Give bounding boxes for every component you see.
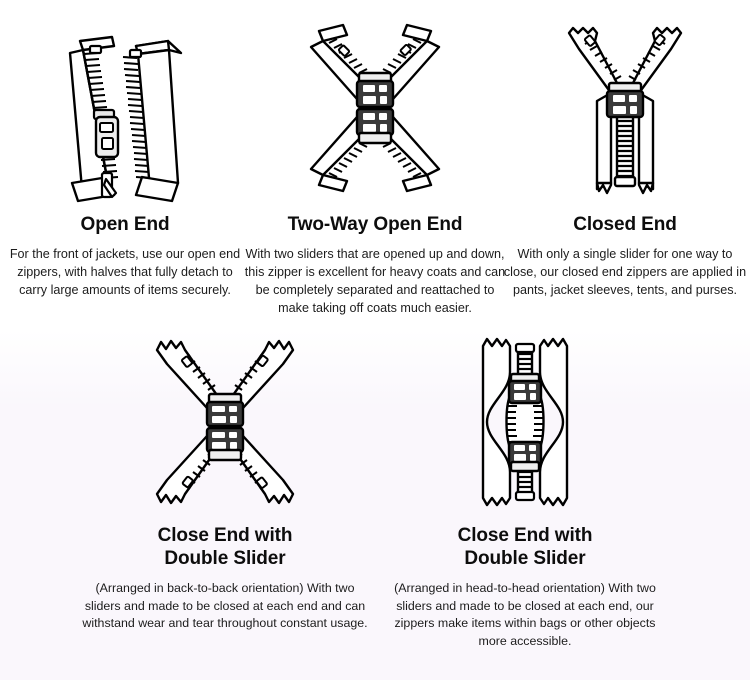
double-slider-back-to-back-zipper-illustration bbox=[145, 332, 305, 512]
zipper-slider-upper bbox=[355, 71, 395, 109]
zipper-card-closed-end: Closed End With only a single slider for… bbox=[500, 8, 750, 300]
zipper-heading: Close End with Double Slider bbox=[458, 524, 593, 570]
zipper-heading: Open End bbox=[80, 214, 170, 235]
top-row: Open End For the front of jackets, use o… bbox=[0, 0, 750, 318]
zipper-description: With only a single slider for one way to… bbox=[503, 247, 747, 297]
zipper-slider bbox=[92, 108, 120, 159]
zipper-slider-lower bbox=[507, 440, 543, 472]
zipper-description: For the front of jackets, use our open e… bbox=[9, 247, 241, 297]
zipper-slider-lower bbox=[205, 426, 245, 461]
zipper-description: With two sliders that are opened up and … bbox=[244, 247, 506, 315]
zipper-heading-line2: Double Slider bbox=[464, 547, 586, 569]
zipper-description: (Arranged in head-to-head orientation) W… bbox=[394, 581, 656, 648]
zipper-description: (Arranged in back-to-back orientation) W… bbox=[82, 581, 368, 631]
zipper-heading: Two-Way Open End bbox=[287, 214, 463, 235]
bottom-row: Close End with Double Slider (Arranged i… bbox=[0, 318, 750, 651]
zipper-heading-line2: Double Slider bbox=[164, 547, 286, 569]
zipper-slider bbox=[605, 81, 645, 119]
zipper-heading: Closed End bbox=[573, 214, 677, 235]
open-end-zipper-illustration bbox=[50, 8, 200, 203]
two-way-open-end-zipper-illustration bbox=[295, 8, 455, 203]
zipper-heading: Close End with Double Slider bbox=[158, 524, 293, 570]
zipper-slider-upper bbox=[205, 392, 245, 427]
zipper-card-two-way-open-end: Two-Way Open End With two sliders that a… bbox=[245, 8, 505, 318]
zipper-card-double-slider-head-to-head: Close End with Double Slider (Arranged i… bbox=[375, 332, 675, 651]
zipper-slider-upper bbox=[507, 372, 543, 404]
closed-end-zipper-illustration bbox=[555, 8, 695, 203]
zipper-heading-line1: Close End with bbox=[457, 524, 593, 546]
zipper-card-double-slider-back-to-back: Close End with Double Slider (Arranged i… bbox=[75, 332, 375, 633]
zipper-heading-line1: Close End with bbox=[157, 524, 293, 546]
zipper-card-open-end: Open End For the front of jackets, use o… bbox=[0, 8, 250, 300]
double-slider-head-to-head-zipper-illustration bbox=[465, 332, 585, 512]
zipper-slider-lower bbox=[355, 107, 395, 145]
